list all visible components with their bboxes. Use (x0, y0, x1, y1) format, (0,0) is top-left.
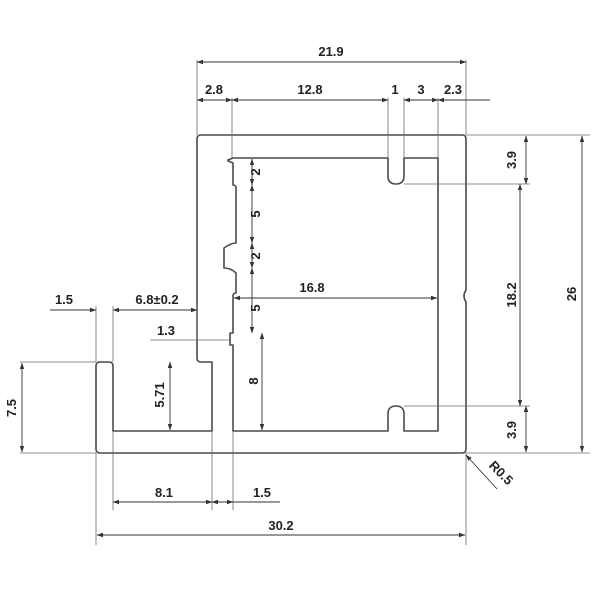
dim-bottom-span: 8.1 (155, 485, 173, 500)
dim-slot-depth-top: 3.9 (504, 151, 519, 169)
profile-outer-outline (95, 134, 467, 454)
extension-lines (20, 60, 590, 545)
dim-radius: R0.5 (486, 458, 516, 488)
dim-overall-inner-width: 21.9 (318, 44, 343, 59)
profile-inner-cavity (223, 157, 439, 432)
dim-notch-c: 2 (248, 252, 263, 259)
dim-gap-step: 1.3 (157, 323, 175, 338)
dim-lip: 1.5 (55, 292, 73, 307)
dim-overall-width: 30.2 (268, 518, 293, 533)
dim-wall-left: 2.8 (205, 82, 223, 97)
dim-gap-width: 6.8±0.2 (135, 292, 178, 307)
dim-inner-height: 18.2 (504, 282, 519, 307)
dim-bottom-wall: 1.5 (253, 485, 271, 500)
dim-slot-offset: 3 (417, 82, 424, 97)
dim-notch-b: 5 (248, 210, 263, 217)
dim-inner-mid: 8 (246, 377, 261, 384)
dim-gap-depth: 5.71 (152, 382, 167, 407)
dim-inner-span: 12.8 (297, 82, 322, 97)
dim-overall-height: 26 (564, 287, 579, 301)
dim-notch-a: 2 (248, 168, 263, 175)
dim-slot-depth-bottom: 3.9 (504, 421, 519, 439)
dimension-lines (19, 59, 585, 538)
dim-wall-right: 2.3 (444, 82, 462, 97)
dim-center-width: 16.8 (299, 280, 324, 295)
dim-slot-width: 1 (391, 82, 398, 97)
dim-lip-height: 7.5 (4, 399, 19, 417)
dim-notch-d: 5 (248, 304, 263, 311)
